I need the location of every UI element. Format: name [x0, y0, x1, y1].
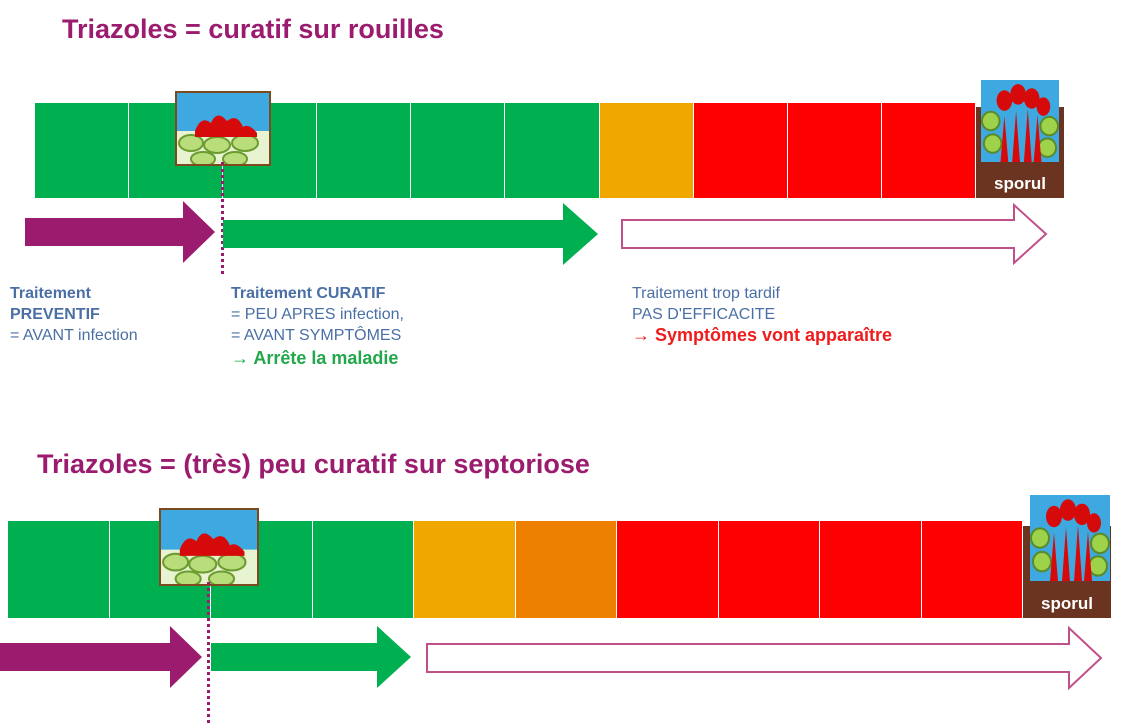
rust-timeline-segment	[881, 103, 976, 198]
rust-timeline-segment	[317, 103, 412, 198]
rust-late-arrow	[621, 203, 1048, 265]
septoria-timeline-segment	[8, 521, 110, 618]
curative-line-1: Traitement CURATIF	[231, 285, 386, 302]
septoria-timeline-segment	[921, 521, 1023, 618]
rust-curative-arrow	[223, 203, 598, 265]
rust-timeline-segment	[411, 103, 506, 198]
rust-curative-label: Traitement CURATIF = PEU APRES infection…	[231, 283, 404, 369]
rust-timeline-segment	[787, 103, 882, 198]
late-line-1: Traitement trop tardif	[632, 285, 780, 302]
septoria-timeline-segment	[312, 521, 414, 618]
septoria-timeline-segment	[617, 521, 719, 618]
rust-infection-marker	[221, 162, 224, 274]
rust-sporulation-icon	[981, 80, 1059, 162]
septoria-infection-icon	[159, 508, 259, 586]
curative-line-2: = PEU APRES infection,	[231, 306, 404, 323]
rust-sporul-label: sporul	[994, 174, 1046, 193]
late-line-2: PAS D'EFFICACITE	[632, 306, 776, 323]
septoria-sporul-label: sporul	[1041, 594, 1093, 613]
septoria-preventive-arrow	[0, 626, 202, 688]
septoria-sporulation-icon	[1030, 495, 1110, 581]
rust-timeline-segment	[35, 103, 130, 198]
septoria-timeline-segment	[414, 521, 516, 618]
septoria-timeline-segment	[718, 521, 820, 618]
preventive-line-2: PREVENTIF	[10, 306, 100, 323]
curative-line-3: = AVANT SYMPTÔMES	[231, 327, 402, 344]
rust-infection-icon	[175, 91, 271, 166]
rust-late-label: Traitement trop tardif PAS D'EFFICACITE …	[632, 283, 892, 346]
rust-preventive-label: Traitement PREVENTIF = AVANT infection	[10, 283, 138, 346]
rust-timeline-segment	[505, 103, 600, 198]
curative-line-4: → Arrête la maladie	[231, 348, 399, 368]
rust-timeline-segment	[693, 103, 788, 198]
rust-preventive-arrow	[25, 201, 215, 263]
septoria-late-arrow	[426, 626, 1103, 690]
preventive-line-3: = AVANT infection	[10, 327, 138, 344]
septoria-curative-arrow	[211, 626, 411, 688]
septoria-timeline-segment	[515, 521, 617, 618]
septoria-timeline-segment	[820, 521, 922, 618]
rust-timeline-bar	[35, 103, 976, 198]
septoria-title: Triazoles = (très) peu curatif sur septo…	[37, 449, 590, 479]
preventive-line-1: Traitement	[10, 285, 91, 302]
late-line-3: → Symptômes vont apparaître	[632, 325, 893, 345]
rust-title: Triazoles = curatif sur rouilles	[62, 14, 444, 44]
septoria-infection-marker	[207, 582, 210, 723]
rust-timeline-segment	[599, 103, 694, 198]
